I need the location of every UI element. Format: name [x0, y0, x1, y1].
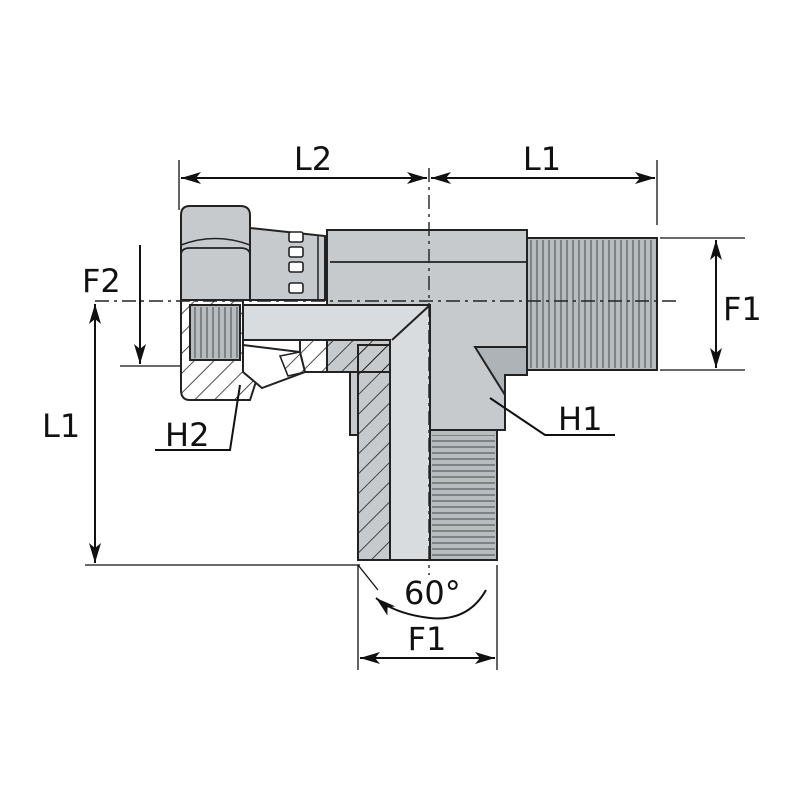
- label-f1-bottom: F1: [408, 620, 447, 658]
- dimension-f2: F2: [82, 245, 146, 364]
- label-angle: 60°: [404, 574, 461, 612]
- leader-h2: H2: [155, 384, 241, 454]
- label-h1: H1: [558, 400, 602, 438]
- section-hatching: [299, 339, 393, 561]
- dimension-f1-bottom: F1: [360, 620, 495, 664]
- label-f1-right: F1: [723, 290, 762, 328]
- label-l1-top: L1: [523, 140, 561, 178]
- dimension-l1-left: L1: [42, 304, 101, 563]
- angle-dimension: 60°: [375, 574, 487, 620]
- label-l2-top: L2: [294, 140, 332, 178]
- swivel-neck: [249, 226, 326, 301]
- leader-h1: H1: [489, 397, 615, 438]
- extension-lines: [85, 160, 745, 670]
- label-l1-left: L1: [42, 407, 80, 445]
- fitting-part-icon: [180, 205, 658, 561]
- label-h2: H2: [165, 416, 209, 454]
- label-f2: F2: [82, 262, 121, 300]
- dimension-l1-top: L1: [431, 140, 655, 184]
- dimension-l2-top: L2: [181, 140, 427, 184]
- swivel-nut: [180, 205, 307, 401]
- right-male-thread: [524, 237, 658, 371]
- bottom-male-thread: [429, 429, 498, 561]
- center-lines: [95, 168, 680, 575]
- dimension-f1-right: F1: [710, 240, 762, 368]
